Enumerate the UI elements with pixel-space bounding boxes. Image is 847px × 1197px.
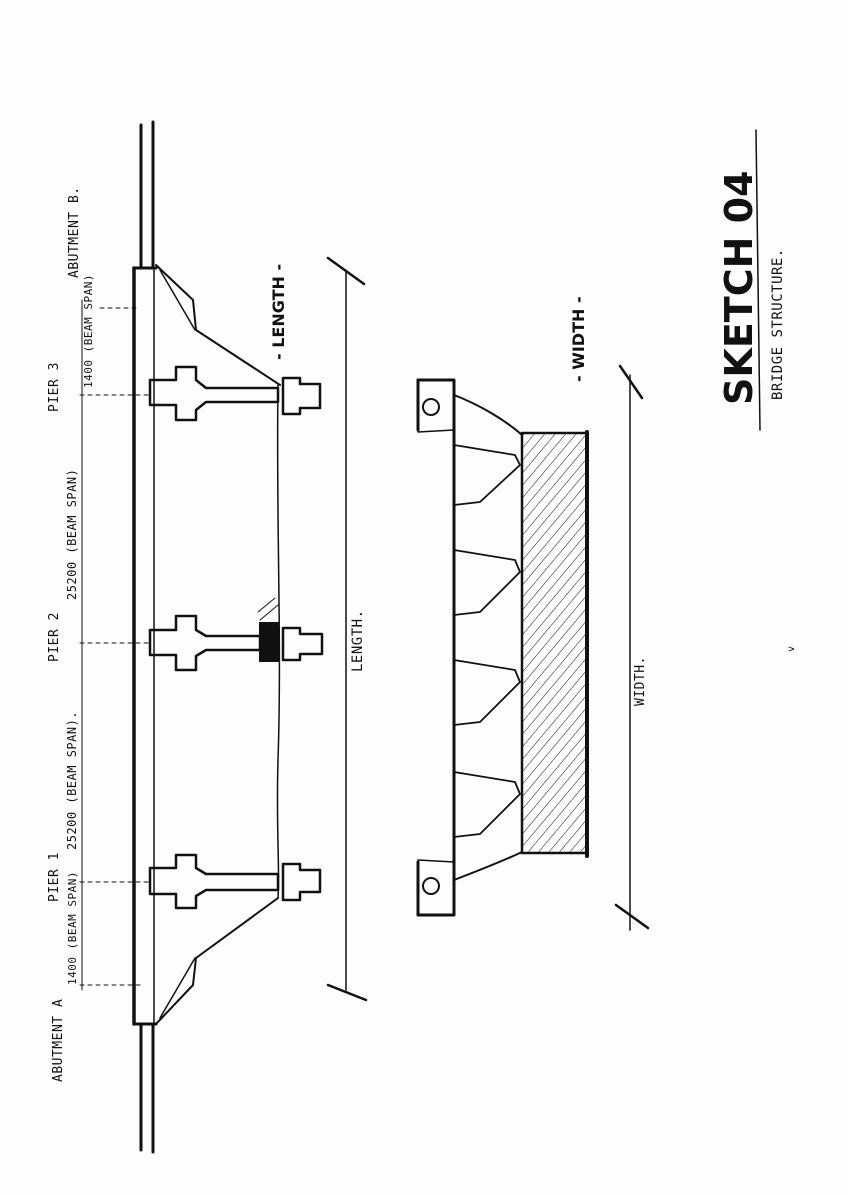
pier-2-footing xyxy=(281,626,324,662)
width-label-top: - WIDTH - xyxy=(569,296,588,382)
span-1: 25200 (BEAM SPAN). xyxy=(65,711,79,850)
title-block: SKETCH 04 BRIDGE STRUCTURE. xyxy=(717,129,786,431)
parapet-rail-top xyxy=(422,398,440,416)
parapet-line-top xyxy=(417,429,455,433)
girder-3 xyxy=(453,659,521,726)
abutment-a-inner xyxy=(159,957,196,1019)
girder-4 xyxy=(453,771,521,838)
cantilever-top xyxy=(453,394,523,436)
annotations: ABUTMENT A ABUTMENT B. PIER 1 PIER 2 PIE… xyxy=(47,186,797,1082)
pier-2-hatch xyxy=(257,597,279,621)
stray-mark: v xyxy=(786,645,797,652)
pier-2-column xyxy=(148,614,262,672)
label-pier-3: PIER 3 xyxy=(47,362,62,412)
title-underline xyxy=(755,129,761,431)
pier-3-column xyxy=(148,365,280,422)
pier-1-column xyxy=(148,853,280,910)
parapet-rail-bottom xyxy=(422,877,440,895)
abutment-b-slope xyxy=(155,264,281,386)
cantilever-bottom xyxy=(453,851,523,881)
pier-3-footing xyxy=(281,376,322,416)
parapet-line-bottom xyxy=(417,859,455,863)
bridge-cross-section xyxy=(416,364,650,931)
abutment-b-inner xyxy=(159,269,196,331)
span-2: 25200 (BEAM SPAN) xyxy=(65,469,79,600)
label-pier-2: PIER 2 xyxy=(47,612,62,662)
sketch-title: SKETCH 04 xyxy=(717,171,761,406)
length-label-mid: LENGTH. xyxy=(350,609,366,672)
span-end-a: 1400 (BEAM SPAN) xyxy=(66,871,79,985)
abutment-a-slope xyxy=(155,897,279,1025)
bridge-elevation xyxy=(79,120,368,1154)
pier-1 xyxy=(79,853,322,910)
sketch-subtitle: BRIDGE STRUCTURE. xyxy=(770,248,786,400)
span-end-b: 1400 (BEAM SPAN) xyxy=(82,274,95,388)
width-label-mid: WIDTH. xyxy=(633,656,648,706)
label-pier-1: PIER 1 xyxy=(47,852,62,902)
label-abutment-a: ABUTMENT A xyxy=(51,999,66,1082)
ground-line xyxy=(276,384,281,899)
pier-2-bearing-block xyxy=(259,622,279,662)
width-tick-top xyxy=(618,364,644,400)
length-tick-bottom xyxy=(326,983,368,1002)
pier-2 xyxy=(79,597,324,672)
girder-2 xyxy=(453,549,521,616)
length-label-top: - LENGTH - xyxy=(269,264,288,360)
girder-1 xyxy=(453,444,521,506)
pier-3 xyxy=(79,365,322,422)
pier-cap-hatched xyxy=(520,431,589,855)
width-tick-bottom xyxy=(614,903,650,930)
length-tick-top xyxy=(326,256,366,286)
pier-1-footing xyxy=(281,862,322,902)
label-abutment-b: ABUTMENT B. xyxy=(67,186,82,278)
section-deck-edge xyxy=(416,378,456,917)
